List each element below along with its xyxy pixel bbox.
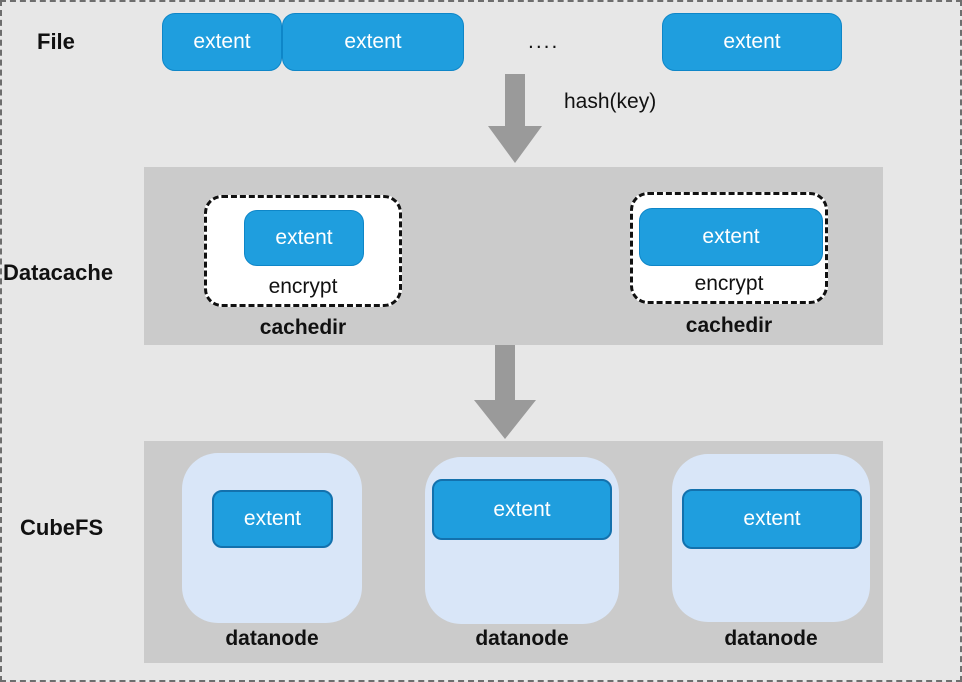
ellipsis-dots: .... [528, 30, 560, 53]
datanode-caption-2: datanode [475, 627, 569, 650]
extent-label: extent [275, 226, 333, 249]
extent-label: extent [702, 225, 760, 248]
file-extent-block-1: extent [162, 13, 282, 71]
cachedir-box-1: extent encrypt [204, 195, 402, 307]
file-extent-block-2: extent [282, 13, 464, 71]
datanode-box-1: extent [182, 453, 362, 623]
extent-label: extent [344, 30, 402, 53]
extent-label: extent [723, 30, 781, 53]
datacache-label: Datacache [3, 260, 114, 285]
hash-key-label: hash(key) [564, 90, 657, 113]
datanode-extent-2: extent [432, 479, 612, 540]
encrypt-label: encrypt [694, 272, 764, 295]
extent-label: extent [743, 507, 801, 530]
extent-label: extent [493, 497, 551, 521]
datanode-extent-3: extent [682, 489, 862, 549]
cachedir-box-2: extent encrypt [630, 192, 828, 304]
encrypt-label: encrypt [268, 275, 338, 298]
cachedir-caption-1: cachedir [259, 316, 347, 339]
datanode-caption-3: datanode [724, 627, 818, 650]
datanode-box-2: extent [425, 457, 619, 624]
datanode-caption-1: datanode [225, 627, 319, 650]
datanode-extent-1: extent [212, 490, 333, 548]
file-label: File [37, 29, 75, 54]
extent-label: extent [193, 30, 251, 53]
datanode-box-3: extent [672, 454, 870, 622]
cachedir-extent-2: extent [639, 208, 823, 266]
cubefs-label: CubeFS [20, 515, 104, 540]
cachedir-caption-2: cachedir [685, 314, 773, 337]
cachedir-extent-1: extent [244, 210, 364, 266]
extent-label: extent [243, 507, 302, 530]
file-extent-block-3: extent [662, 13, 842, 71]
